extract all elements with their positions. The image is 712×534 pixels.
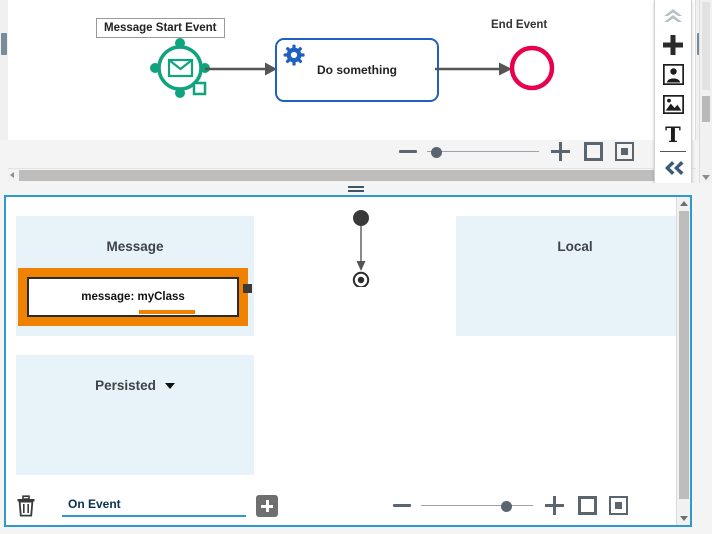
scroll-left-arrow-icon[interactable] xyxy=(10,172,14,178)
bpmn-canvas[interactable]: Message Start Event xyxy=(8,0,704,161)
state-editor-panel: Message message: myClass Persisted Local xyxy=(4,195,692,527)
text-icon[interactable]: T xyxy=(655,119,691,149)
bpmn-zoom-controls xyxy=(399,142,634,161)
scrollbar-track xyxy=(702,2,710,90)
chevron-down-icon[interactable] xyxy=(164,383,175,390)
scrollbar-thumb[interactable] xyxy=(1,33,7,55)
sequence-flow-2[interactable] xyxy=(435,60,515,78)
state-vertical-scrollbar[interactable] xyxy=(676,197,690,525)
fit-to-screen-button[interactable] xyxy=(578,496,597,515)
sequence-flow-1[interactable] xyxy=(205,60,280,78)
palette-divider xyxy=(660,151,686,153)
zoom-in-button[interactable] xyxy=(545,496,564,515)
region-persisted[interactable]: Persisted xyxy=(16,355,254,475)
resize-handle[interactable] xyxy=(243,284,252,293)
scrollbar-thumb[interactable] xyxy=(19,170,682,181)
panel-splitter[interactable] xyxy=(0,183,712,195)
scroll-down-arrow-icon[interactable] xyxy=(702,175,710,180)
zoom-slider[interactable] xyxy=(427,145,539,159)
region-title-message: Message xyxy=(106,239,164,254)
message-start-event[interactable] xyxy=(147,38,221,98)
trash-icon[interactable] xyxy=(16,495,36,517)
bpmn-editor-panel: Message Start Event xyxy=(0,0,712,184)
bpmn-horizontal-scrollbar[interactable] xyxy=(8,168,696,182)
svg-text:T: T xyxy=(665,124,681,145)
message-element[interactable]: message: myClass xyxy=(27,277,239,317)
end-event[interactable] xyxy=(508,44,556,92)
zoom-slider-handle[interactable] xyxy=(501,500,513,512)
message-element-label: message: myClass xyxy=(81,291,185,303)
initial-state-node xyxy=(353,210,369,226)
event-name-field-wrap xyxy=(62,495,246,517)
palette-scroll-rail[interactable] xyxy=(699,0,712,183)
region-title-persisted: Persisted xyxy=(16,378,254,393)
plus-icon[interactable] xyxy=(655,30,691,60)
fit-to-screen-button[interactable] xyxy=(584,142,603,161)
scrollbar-thumb[interactable] xyxy=(679,211,689,499)
zoom-slider[interactable] xyxy=(421,499,533,513)
region-title-local: Local xyxy=(557,239,593,254)
event-name-input[interactable] xyxy=(62,495,246,517)
state-action-bar xyxy=(16,495,278,517)
scrollbar-thumb[interactable] xyxy=(702,96,710,122)
state-zoom-controls xyxy=(393,496,628,515)
add-event-button[interactable] xyxy=(256,495,278,517)
zoom-slider-handle[interactable] xyxy=(430,146,442,158)
value-underline xyxy=(139,310,195,314)
element-palette: T xyxy=(654,0,692,184)
scroll-up-arrow-icon[interactable] xyxy=(680,201,688,206)
reset-zoom-button[interactable] xyxy=(609,496,628,515)
start-event-label: Message Start Event xyxy=(96,18,225,38)
state-editor-canvas[interactable]: Message message: myClass Persisted Local xyxy=(6,197,676,525)
selection-frame[interactable]: message: myClass xyxy=(18,268,252,326)
scroll-down-arrow-icon[interactable] xyxy=(680,516,688,521)
region-local[interactable]: Local xyxy=(456,216,676,336)
reset-zoom-button[interactable] xyxy=(615,142,634,161)
user-image-icon[interactable] xyxy=(655,60,691,90)
zoom-in-button[interactable] xyxy=(551,142,570,161)
end-event-label: End Event xyxy=(491,19,548,31)
task-label: Do something xyxy=(317,63,397,77)
service-task-do-something[interactable]: Do something xyxy=(275,38,439,102)
region-persisted-label: Persisted xyxy=(95,378,156,393)
collapse-up-icon[interactable] xyxy=(655,0,691,30)
splitter-grip-icon[interactable] xyxy=(348,186,364,192)
statechart-transition[interactable] xyxy=(346,209,378,287)
zoom-out-button[interactable] xyxy=(399,150,417,153)
picture-icon[interactable] xyxy=(655,90,691,120)
gear-icon xyxy=(283,44,305,66)
collapse-left-icon[interactable] xyxy=(655,153,691,183)
zoom-out-button[interactable] xyxy=(393,504,411,507)
